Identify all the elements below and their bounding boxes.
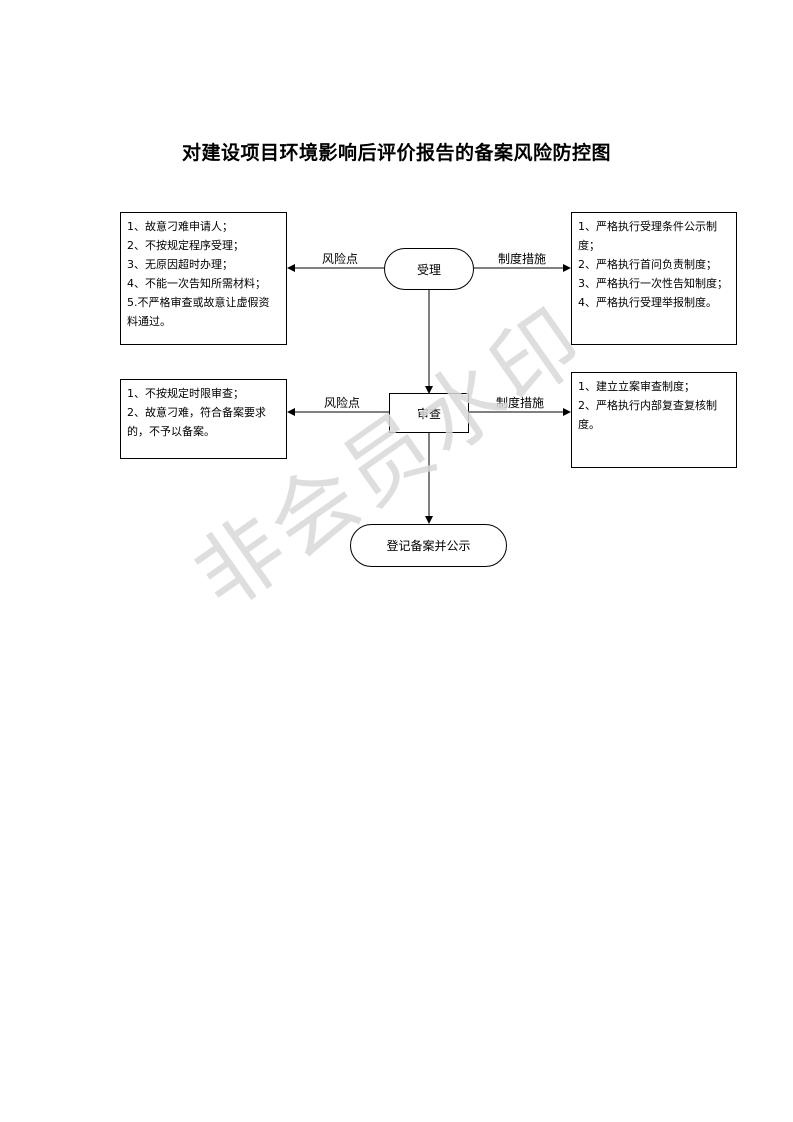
list-item: 2、严格执行内部复查复核制度。 (578, 399, 717, 431)
measure-box-review: 1、建立立案审查制度； 2、严格执行内部复查复核制度。 (571, 372, 737, 468)
list-item: 1、严格执行受理条件公示制度； (578, 220, 717, 252)
list-item: 1、故意刁难申请人； (127, 220, 233, 233)
list-item: 3、无原因超时办理； (127, 258, 233, 271)
list-item: 1、建立立案审查制度； (578, 380, 695, 393)
label-risk-review: 风险点 (323, 394, 362, 411)
node-review: 审查 (389, 393, 469, 433)
risk-box-accept: 1、故意刁难申请人； 2、不按规定程序受理； 3、无原因超时办理； 4、不能一次告知所… (120, 212, 287, 345)
label-measure-accept: 制度措施 (497, 250, 548, 267)
label-risk-accept: 风险点 (321, 250, 360, 267)
page-title: 对建设项目环境影响后评价报告的备案风险防控图 (181, 142, 611, 164)
list-item: 2、严格执行首问负责制度； (578, 258, 717, 271)
list-item: 5.不严格审查或故意让虚假资料通过。 (127, 296, 270, 328)
risk-box-review: 1、不按规定时限审查； 2、故意刁难，符合备案要求的，不予以备案。 (120, 379, 287, 459)
list-item: 2、故意刁难，符合备案要求的，不予以备案。 (127, 406, 266, 438)
list-item: 4、严格执行受理举报制度。 (578, 296, 717, 309)
list-item: 1、不按规定时限审查； (127, 387, 244, 400)
list-item: 3、严格执行一次性告知制度； (578, 277, 728, 290)
list-item: 2、不按规定程序受理； (127, 239, 244, 252)
label-measure-review: 制度措施 (495, 394, 546, 411)
list-item: 4、不能一次告知所需材料； (127, 277, 266, 290)
node-register: 登记备案并公示 (350, 524, 507, 567)
measure-box-accept: 1、严格执行受理条件公示制度； 2、严格执行首问负责制度； 3、严格执行一次性告知制… (571, 212, 737, 345)
node-accept: 受理 (384, 248, 474, 290)
